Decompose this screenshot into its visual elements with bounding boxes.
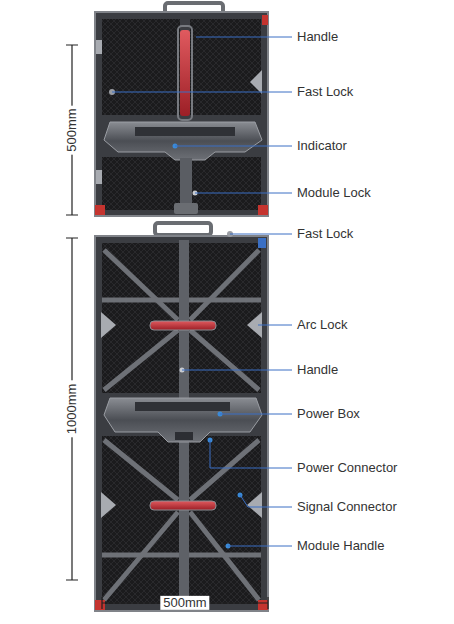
top-cabinet — [95, 3, 268, 216]
part-label: Signal Connector — [297, 500, 397, 514]
part-label: Arc Lock — [297, 318, 348, 332]
part-label: Fast Lock — [297, 227, 353, 241]
part-label: Handle — [297, 363, 338, 377]
leader-lines — [112, 37, 292, 546]
dimension-lines — [66, 45, 268, 609]
part-label: Power Connector — [297, 461, 397, 475]
part-label: Indicator — [297, 139, 347, 153]
bottom-cabinet — [95, 223, 268, 611]
dimension-label: 1000mm — [65, 381, 79, 438]
dimension-label: 500mm — [160, 596, 209, 610]
part-label: Module Handle — [297, 539, 384, 553]
part-label: Power Box — [297, 407, 360, 421]
part-label: Handle — [297, 30, 338, 44]
dimension-label: 500mm — [65, 105, 79, 154]
part-label: Module Lock — [297, 186, 371, 200]
part-label: Fast Lock — [297, 85, 353, 99]
